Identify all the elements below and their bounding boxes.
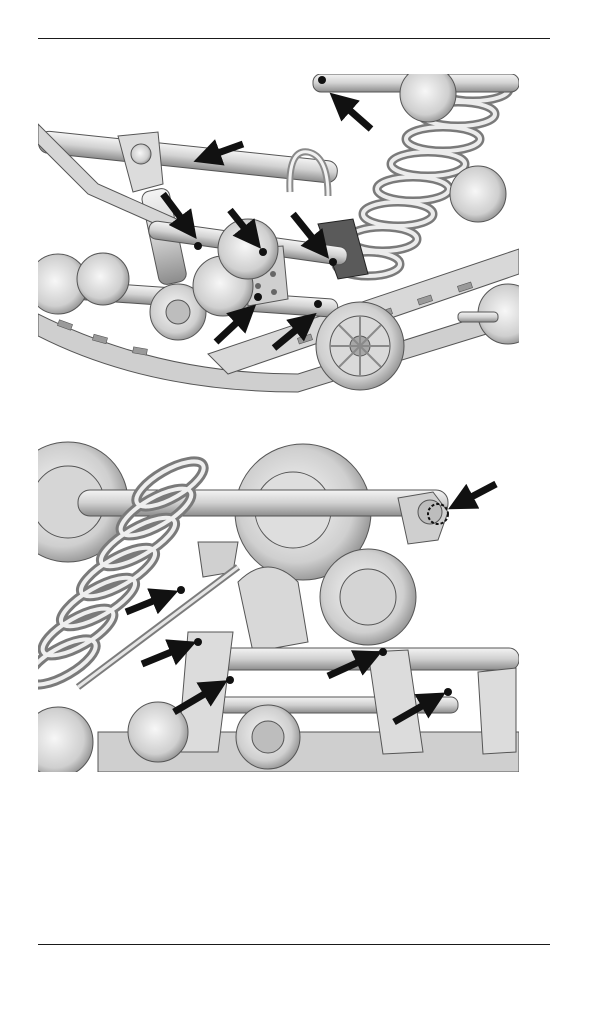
header-rule [38,38,550,39]
highlighted-grease-fitting [427,503,449,525]
footer-rule [38,944,550,945]
callout-arrows-figure-1 [160,92,374,351]
suspension-figure-2 [38,432,519,772]
suspension-illustration-1 [38,74,519,393]
suspension-figure-1 [38,74,519,394]
suspension-illustration-2 [38,441,519,772]
callout-arrows-figure-2 [124,480,498,726]
